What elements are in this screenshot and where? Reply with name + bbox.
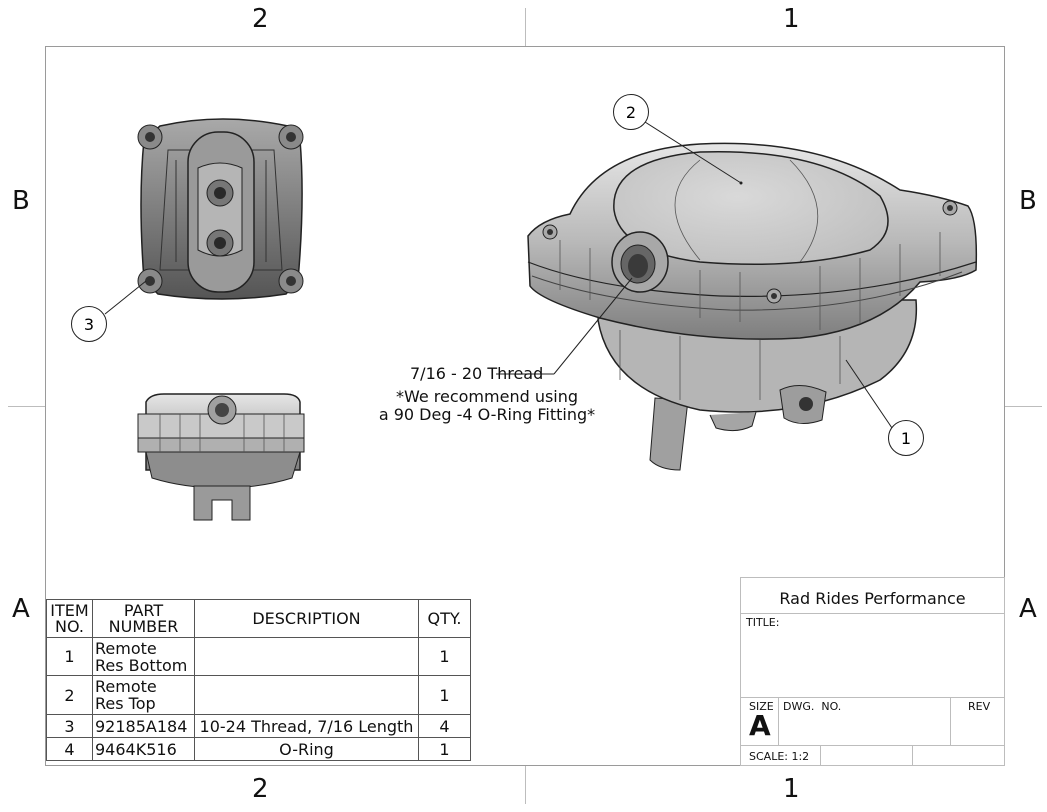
zone-tick-right: [1005, 406, 1042, 407]
bill-of-materials: ITEM NO. PART NUMBER DESCRIPTION QTY. 1 …: [46, 599, 471, 761]
svg-text:2: 2: [626, 103, 636, 122]
bom-description: 10-24 Thread, 7/16 Length: [194, 714, 419, 738]
zone-label-right-b: B: [1019, 186, 1037, 216]
sheet-border: [45, 46, 1005, 766]
bom-qty: 1: [418, 637, 471, 676]
bom-row: 2 Remote Res Top 1: [46, 675, 471, 715]
bom-qty: 4: [418, 714, 471, 738]
title-block-divider: [740, 613, 1005, 614]
bom-header-part-number: PART NUMBER: [92, 599, 195, 638]
drawing-number-label: DWG. NO.: [783, 700, 842, 713]
bom-header-part-line-2: NUMBER: [108, 616, 179, 636]
balloon-item-1: 1: [888, 420, 924, 456]
bom-row: 4 9464K516 O-Ring 1: [46, 737, 471, 761]
balloon-item-3: 3: [71, 306, 107, 342]
bom-header-qty: QTY.: [418, 599, 471, 638]
fitting-note-line-1: *We recommend using: [395, 387, 579, 406]
title-block-divider: [912, 745, 913, 766]
bom-row: 1 Remote Res Bottom 1: [46, 637, 471, 676]
title-label: TITLE:: [746, 616, 780, 629]
front-view: [137, 393, 305, 521]
bom-part-number: 92185A184: [92, 714, 195, 738]
svg-text:1: 1: [901, 429, 911, 448]
bom-item-no: 3: [46, 714, 93, 738]
title-block-divider: [820, 745, 821, 766]
size-label: SIZE: [749, 700, 774, 713]
fitting-note-line-2: a 90 Deg -4 O-Ring Fitting*: [378, 405, 596, 424]
zone-label-left-b: B: [12, 186, 30, 216]
bom-header-description: DESCRIPTION: [194, 599, 419, 638]
zone-label-top-2: 2: [252, 4, 269, 34]
zone-label-left-a: A: [12, 594, 30, 624]
bom-header-part-line-1: PART: [123, 600, 164, 620]
bom-description: [194, 637, 419, 676]
title-block-divider: [740, 745, 1005, 746]
size-value: A: [749, 709, 771, 742]
top-view: [137, 118, 304, 300]
bom-qty: 1: [418, 737, 471, 761]
bom-item-no: 1: [46, 637, 93, 676]
zone-label-bottom-1: 1: [783, 774, 800, 804]
title-block-divider: [778, 697, 779, 745]
zone-label-right-a: A: [1019, 594, 1037, 624]
bom-description: [194, 675, 419, 715]
zone-tick-left: [8, 406, 45, 407]
bom-part-line-1: Remote: [95, 677, 157, 696]
title-block-divider: [740, 697, 1005, 698]
thread-callout: 7/16 - 20 Thread: [410, 364, 544, 383]
bom-part-number: Remote Res Bottom: [92, 637, 195, 676]
isometric-view: [527, 142, 978, 471]
bom-part-line-2: Res Top: [95, 694, 156, 713]
zone-tick-bottom: [525, 766, 526, 804]
bom-part-line-1: Remote: [95, 638, 157, 658]
zone-tick-top: [525, 8, 526, 46]
scale-label: SCALE: 1:2: [749, 750, 810, 763]
bom-item-no: 2: [46, 675, 93, 715]
title-block-divider: [950, 697, 951, 745]
leader-lines: [104, 121, 893, 429]
svg-text:3: 3: [84, 315, 94, 334]
revision-label: REV: [968, 700, 991, 713]
zone-label-top-1: 1: [783, 4, 800, 34]
bom-header-item-line-1: ITEM: [50, 600, 89, 620]
bom-qty: 1: [418, 675, 471, 715]
bom-part-line-2: Res Bottom: [95, 655, 188, 675]
bom-header-item: ITEM NO.: [46, 599, 93, 638]
bom-part-number: 9464K516: [92, 737, 195, 761]
company-name: Rad Rides Performance: [779, 589, 966, 608]
bom-description: O-Ring: [194, 737, 419, 761]
bom-row: 3 92185A184 10-24 Thread, 7/16 Length 4: [46, 714, 471, 738]
bom-item-no: 4: [46, 737, 93, 761]
bom-header-row: ITEM NO. PART NUMBER DESCRIPTION QTY.: [46, 599, 471, 638]
zone-label-bottom-2: 2: [252, 774, 269, 804]
title-block: [740, 577, 1005, 766]
bom-part-number: Remote Res Top: [92, 675, 195, 715]
balloon-item-2: 2: [613, 94, 649, 130]
bom-header-item-line-2: NO.: [55, 616, 84, 636]
fitting-note: *We recommend using a 90 Deg -4 O-Ring F…: [356, 388, 618, 424]
